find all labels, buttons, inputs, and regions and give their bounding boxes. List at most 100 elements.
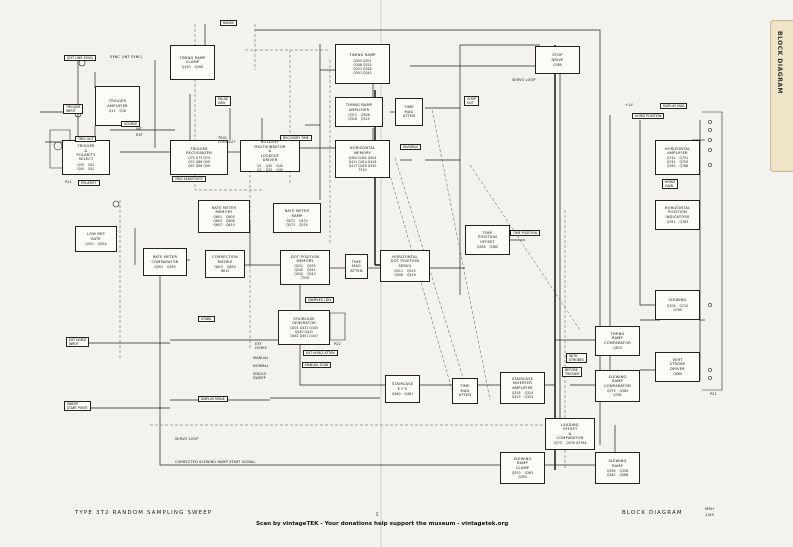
trigger-recognizer-parts: Q70 Q73 Q74 Q72 Q86 Q95 Q97 Q98 Q99	[188, 156, 210, 169]
slewing-ramp-comparator-block: SLEWING RAMP COMPARATOR Q375 Q384 Q391	[595, 370, 640, 402]
horizontal-amplifier-parts: Q741 Q751 Q744 Q755 Q760 Q768	[666, 156, 689, 169]
staircase-efs-block: STAIRCASE E F'S Q460 Q461	[385, 375, 420, 403]
polarity-label: POLARITY	[78, 180, 100, 186]
timing-ramp-comparator-block: TIMING RAMP COMPARATOR Q870	[595, 326, 640, 356]
ext-horiz-input-label: EXT HORIZ INPUT	[66, 337, 90, 347]
rate-meter-memory-title: RATE METER MEMORY	[211, 205, 237, 214]
page-number: 5	[376, 512, 380, 517]
vert-strobe-driver-parts: Q680	[673, 372, 682, 377]
trigger-recognizer-block: TRIGGER RECOGNIZER Q70 Q73 Q74 Q72 Q86 Q…	[170, 140, 228, 175]
single-sweep-label: SINGLE SWEEP	[253, 372, 267, 380]
pulse-gen-label: PULSE GEN	[215, 96, 232, 106]
p21-right-label: P21	[710, 392, 717, 396]
vert-strobe-driver-block: VERT STROBE DRIVER Q680	[655, 352, 700, 382]
int-label: INT	[136, 127, 143, 131]
staircase-inverter-amplifier-block: STAIRCASE INVERTER AMPLIFIER Q318 Q324 Q…	[500, 372, 545, 404]
staircase-efs-title: STAIRCASE E F'S	[391, 382, 414, 391]
footer-code-2: 1/69	[705, 513, 715, 517]
timing-ramp-clamp-block: TIMING RAMP CLAMP Q150 Q160	[170, 45, 215, 80]
time-mag-atten-lower-block: TIME MAG ATTEN	[452, 378, 478, 404]
slewing-parts: Q706 Q710 Q760	[666, 303, 689, 312]
display-mode-label: DISPLAY MODE	[198, 396, 228, 402]
rate-meter-comparator-block: RATE METER COMPARATOR Q591 Q595	[143, 248, 187, 276]
int-sync-label: (INT SYNC)	[122, 55, 143, 59]
ext-sync-label: (EXT LINE SYNC)	[64, 55, 97, 61]
correction-matrix-parts: Q615 Q620 R614	[214, 264, 236, 273]
timing-ramp-comparator-title: TIMING RAMP COMPARATOR	[604, 331, 631, 345]
time-mag-atten-middle-block: TIME MAG ATTEN	[345, 254, 368, 279]
timing-ramp-title: TIMING RAMP	[349, 53, 376, 58]
staircase-inverter-amplifier-title: STAIRCASE INVERTER AMPLIFIER	[511, 376, 534, 390]
time-mag-atten-middle-title: TIME MAG ATTEN	[350, 259, 363, 273]
time-mag-atten-lower-title: TIME MAG ATTEN	[458, 384, 472, 398]
source-label: SOURCE	[121, 121, 141, 127]
footer-title: TYPE 3T2 RANDOM SAMPLING SWEEP	[75, 510, 213, 516]
slewing-ramp-block: SLEWING RAMP Q356 Q358 Q362 Q368	[595, 452, 640, 484]
range-label: RANGE	[220, 20, 238, 26]
servo-loop-lower-label: SERVO LOOP	[175, 437, 199, 441]
before-trigger-label: BEFORE TRIGGER	[562, 367, 583, 377]
timing-ramp-amplifier-parts: Q311 Q308 Q316 Q315	[348, 112, 370, 121]
low-rep-rate-block: LOW REP RATE Q551 Q554	[75, 226, 117, 252]
slewing-ramp-title: SLEWING RAMP	[608, 459, 627, 468]
slewing-ramp-parts: Q356 Q358 Q362 Q368	[606, 468, 629, 477]
horizontal-position-indicators-block: HORIZONTAL POSITION INDICATORS Q761 Q763	[655, 200, 700, 230]
corrected-signal-label: CORRECTED SLEWING RAMP START SIGNAL	[175, 460, 256, 464]
slewing-title: SLEWING	[668, 298, 687, 303]
dot-position-memory-title: DOT POSITION MEMORY	[290, 254, 320, 263]
horizontal-position-indicators-parts: Q761 Q763	[666, 220, 689, 225]
slewing-ramp-clamp-block: SLEWING RAMP CLAMP Q370 Q363 Q354	[500, 452, 545, 484]
stop-drive-title: STOP DRIVE	[551, 53, 564, 62]
staircase-efs-parts: Q460 Q461	[391, 391, 414, 396]
horizontal-memory-parts: Q400 Q402 Q404 Q411 Q414 Q416 Q417 Q429 …	[348, 155, 377, 172]
dot-position-memory-block: DOT POSITION MEMORY Q531 Q535 Q540 Q541 …	[280, 250, 330, 285]
rate-meter-ramp-block: RATE METER RAMP Q572 Q574 Q573 Q576	[273, 203, 321, 233]
horiz-position-label: HORIZ POSITION	[632, 113, 665, 119]
trigger-input-label: TRIGGER INPUT	[63, 104, 84, 114]
timing-ramp-comparator-parts: Q870	[613, 346, 622, 351]
rate-meter-comparator-parts: Q591 Q595	[154, 264, 176, 269]
staircase-generator-parts: Q401 Q431 Q443 Q440 Q441 Q441 Q451 Q447	[290, 326, 318, 339]
time-position-offset-title: TIME POSITION OFFSET	[478, 230, 497, 244]
stop-drive-parts: Q380	[553, 62, 562, 67]
normal-label: NORMAL	[253, 364, 269, 368]
time-position-offset-block: TIME POSITION OFFSET Q356 Q360	[465, 225, 510, 255]
leading-offset-comparator-block: LEADING OFFSET & COMPARATOR Q375 Q376 Q3…	[545, 418, 595, 450]
staircase-inverter-amplifier-parts: Q318 Q324 Q323 Q325	[511, 391, 534, 400]
sweep-start-point-label: SWEEP START POINT	[64, 401, 91, 411]
horizontal-memory-block: HORIZONTAL MEMORY Q400 Q402 Q404 Q411 Q4…	[335, 140, 390, 178]
timing-ramp-amplifier-block: TIMING RAMP AMPLIFIER Q311 Q308 Q316 Q31…	[335, 97, 383, 127]
trig-lockout-label: TRIG LOCKOUT	[218, 136, 236, 144]
recovery-time-label: RECOVERY TIME	[280, 135, 312, 141]
stop-drive-block: STOP DRIVE Q380	[535, 46, 580, 74]
leading-offset-comparator-parts: Q375 Q376 Q376A	[553, 441, 587, 446]
horizontal-dot-position-servo-block: HORIZONTAL DOT POSITION SERVO Q511 Q515 …	[380, 250, 430, 282]
trig-sensitivity-label: TRIG SENSITIVITY	[172, 176, 206, 182]
with-strobes-label: WITH STROBES	[566, 353, 587, 363]
trigger-amplifier-parts: Q11 Q16	[108, 108, 127, 113]
time-mag-atten-upper-title: TIME MAG ATTEN	[402, 105, 416, 119]
horizontal-dot-position-servo-parts: Q511 Q515 Q506 Q516	[394, 269, 416, 278]
slewing-ramp-clamp-title: SLEWING RAMP CLAMP	[513, 456, 532, 470]
trigger-recognizer-title: TRIGGER RECOGNIZER	[186, 146, 212, 155]
rate-meter-memory-parts: Q601 Q605 Q603 Q608 Q607 Q610	[213, 215, 235, 228]
trigger-polarity-select-parts: Q30 Q41 Q40 Q41	[77, 162, 95, 171]
index-tab[interactable]: BLOCK DIAGRAM	[770, 20, 793, 172]
timing-ramp-block: TIMING RAMP Q305 Q301 Q306 Q325 Q321 Q32…	[335, 44, 390, 84]
time-mag-atten-upper-block: TIME MAG ATTEN	[395, 98, 423, 126]
low-rep-rate-parts: Q551 Q554	[85, 241, 107, 246]
low-rep-rate-title: LOW REP RATE	[87, 232, 105, 241]
trigger-amplifier-block: TRIGGER AMPLIFIER Q11 Q16	[95, 86, 140, 126]
vert-strobe-driver-title: VERT STROBE DRIVER	[669, 357, 686, 371]
slewing-block: SLEWING Q706 Q710 Q760	[655, 290, 700, 320]
servo-loop-label: SERVO LOOP	[512, 78, 536, 82]
horiz-gain-label: HORIZ GAIN	[662, 179, 679, 189]
footer-block-diagram: BLOCK DIAGRAM	[622, 510, 683, 516]
p21-label: P21	[65, 180, 72, 184]
slewing-ramp-clamp-parts: Q370 Q363 Q354	[511, 471, 534, 480]
ext-horiz-label: EXT HORIZ	[255, 342, 267, 350]
trig-out-label: TRIG OUT	[75, 136, 97, 142]
ext-label: EXT	[136, 133, 144, 137]
correction-matrix-title: CORRECTION MATRIX	[212, 255, 238, 264]
